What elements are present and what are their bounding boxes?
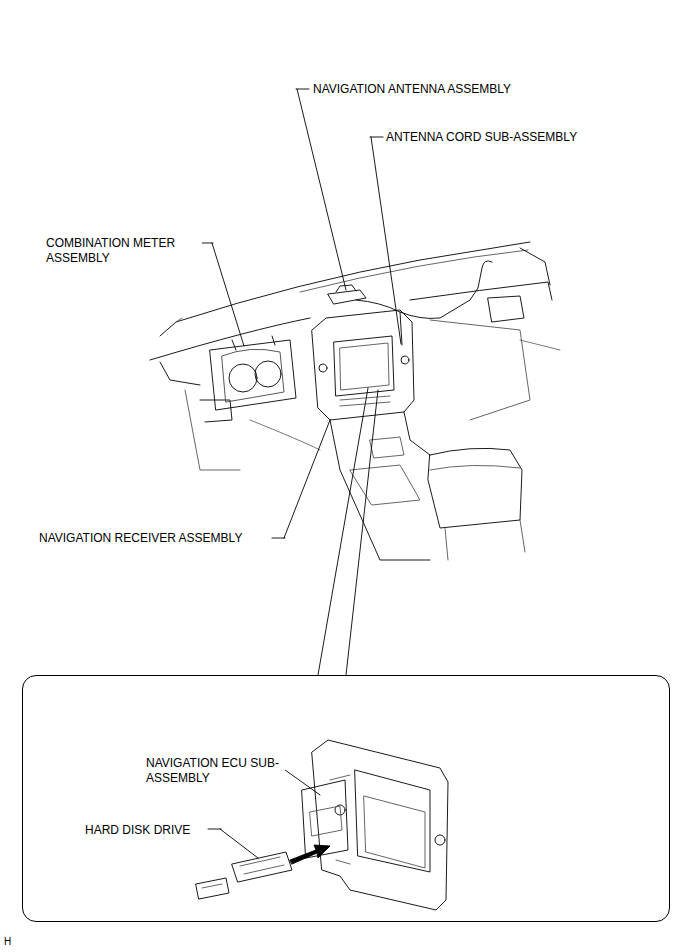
part-name: ANTENNA CORD SUB-ASSEMBLY <box>385 130 578 145</box>
figure-code: H <box>3 934 12 949</box>
inset-panel: NAVIGATION ECU SUB-ASSEMBLY HARD DISK DRI… <box>22 675 670 922</box>
part-name: NAVIGATION ECU SUB-ASSEMBLY <box>145 756 285 786</box>
part-name: NAVIGATION RECEIVER ASSEMBLY <box>38 531 243 546</box>
part-name: COMBINATION METER ASSEMBLY <box>45 236 202 266</box>
part-name: NAVIGATION ANTENNA ASSEMBLY <box>312 82 512 97</box>
part-name: HARD DISK DRIVE <box>84 823 191 838</box>
